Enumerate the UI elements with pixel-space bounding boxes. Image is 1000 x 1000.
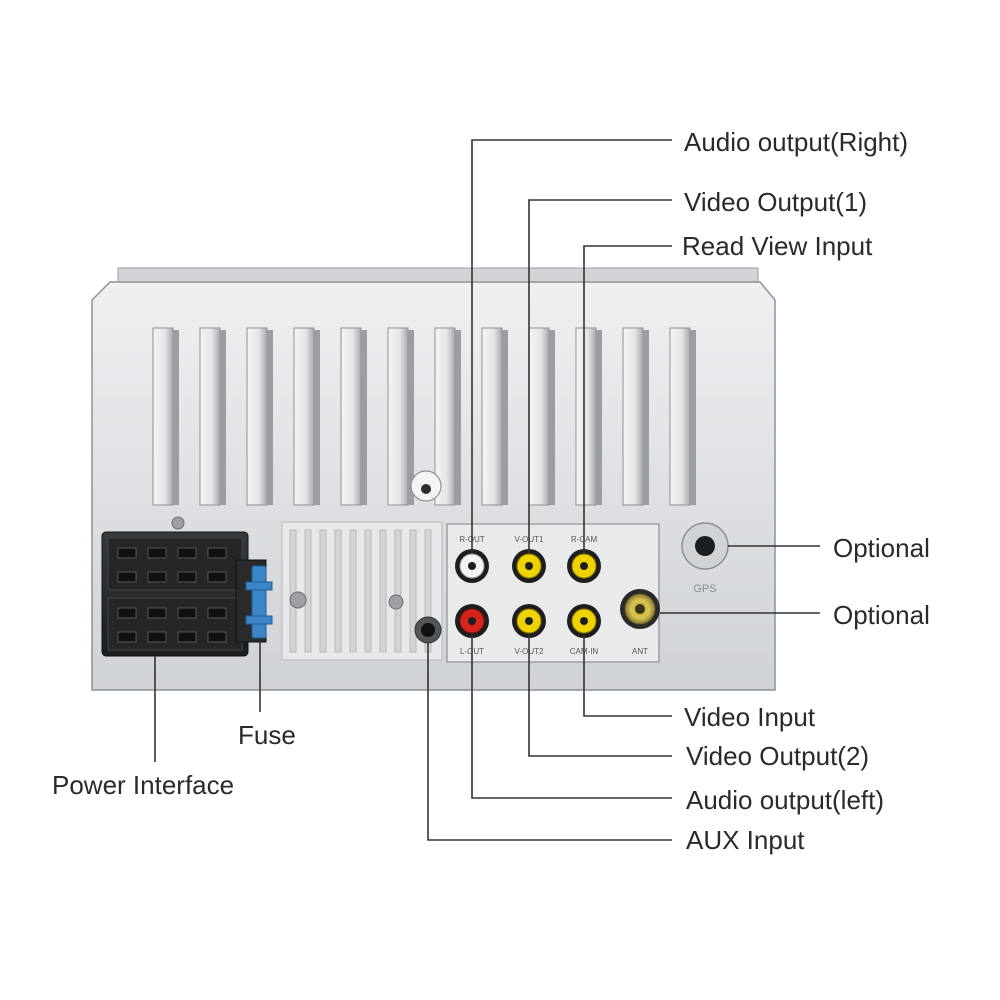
connector-pin [147, 547, 167, 559]
heat-sink-fin-shadow [455, 330, 461, 505]
screw [388, 594, 404, 610]
heat-sink-fin-shadow [596, 330, 602, 505]
heat-sink-fin [340, 327, 362, 506]
connector-pin [207, 607, 227, 619]
connector-pin [117, 571, 137, 583]
vent-slot [304, 529, 312, 653]
connector-pin [117, 547, 137, 559]
connector-pins [117, 547, 227, 643]
heat-sink-fin [387, 327, 409, 506]
callout-fuse: Fuse [238, 720, 296, 750]
callout-read-view-input: Read View Input [682, 231, 873, 261]
heat-sink-fin-shadow [643, 330, 649, 505]
heat-sink-fin-shadow [408, 330, 414, 505]
mount-hole-center [421, 484, 431, 494]
heat-sink-fin [575, 327, 597, 506]
connector-pin [147, 607, 167, 619]
vent-slot [394, 529, 402, 653]
heat-sink-fin-shadow [314, 330, 320, 505]
heat-sink-fins [152, 327, 696, 506]
lower-plate [171, 470, 556, 661]
connector-pin [147, 631, 167, 643]
fuse [245, 565, 273, 639]
connector-pin [177, 607, 197, 619]
screw [171, 516, 185, 530]
leader-line-aux [427, 643, 672, 841]
leader-line-video-out1 [528, 199, 672, 553]
connector-pin [117, 631, 137, 643]
heat-sink-fin [152, 327, 174, 506]
heat-sink-fin [622, 327, 644, 506]
connector-pin [207, 631, 227, 643]
heat-sink-fin [528, 327, 550, 506]
heat-sink-fin [293, 327, 315, 506]
heat-sink-fin-shadow [173, 330, 179, 505]
connector-pin [117, 607, 137, 619]
callout-video-input: Video Input [684, 702, 816, 732]
heat-sink-fin [669, 327, 691, 506]
vent-slots [289, 529, 432, 653]
panel-label-gps: GPS [693, 583, 716, 595]
heat-sink-fin-shadow [220, 330, 226, 505]
callout-audio-output-right: Audio output(Right) [684, 127, 909, 157]
aux-jack [414, 616, 442, 644]
heat-sink-fin [481, 327, 503, 506]
callout-optional-gps: Optional [833, 533, 930, 563]
callout-optional-ant: Optional [833, 600, 930, 630]
leader-line-audio-right [471, 139, 672, 553]
heat-sink-fin-shadow [549, 330, 555, 505]
heat-sink-fin [246, 327, 268, 506]
callout-aux-input: AUX Input [686, 825, 805, 855]
antenna-socket [620, 589, 660, 629]
connector-pin [147, 571, 167, 583]
leader-line-audio-left [471, 635, 672, 799]
rca-jack-l-out [455, 604, 489, 638]
power-connector [101, 531, 267, 657]
leader-lines [154, 139, 820, 841]
vent-slot [319, 529, 327, 653]
heat-sink-fin-shadow [690, 330, 696, 505]
connector-pin [177, 631, 197, 643]
connector-pin [177, 547, 197, 559]
heat-sink-fin-shadow [361, 330, 367, 505]
callout-power-interface: Power Interface [52, 770, 235, 800]
vent-slot [409, 529, 417, 653]
vent-slot [289, 529, 297, 653]
callout-audio-output-left: Audio output(left) [686, 785, 885, 815]
connector-pin [207, 547, 227, 559]
screw [289, 591, 307, 609]
rca-jack-r-cam [567, 549, 601, 583]
connector-pin [207, 571, 227, 583]
vent-slot [379, 529, 387, 653]
callout-video-output-2: Video Output(2) [686, 741, 870, 771]
leader-line-video-out2 [528, 635, 672, 757]
leader-line-video-input [583, 635, 672, 717]
heat-sink-fin-shadow [502, 330, 508, 505]
rca-jack-v-out1 [512, 549, 546, 583]
rca-panel [446, 523, 660, 663]
vent-slot [364, 529, 372, 653]
rca-jack-v-out2 [512, 604, 546, 638]
vent-slot [334, 529, 342, 653]
vent-slot [349, 529, 357, 653]
connector-pin [177, 571, 197, 583]
heat-sink-fin-shadow [267, 330, 273, 505]
rca-jack-cam-in [567, 604, 601, 638]
gps-socket [681, 522, 729, 570]
leader-line-read-view [583, 245, 672, 553]
rca-jack-r-out [455, 549, 489, 583]
heat-sink-fin [199, 327, 221, 506]
callout-video-output-1: Video Output(1) [684, 187, 868, 217]
panel-label-ant: ANT [632, 647, 648, 656]
